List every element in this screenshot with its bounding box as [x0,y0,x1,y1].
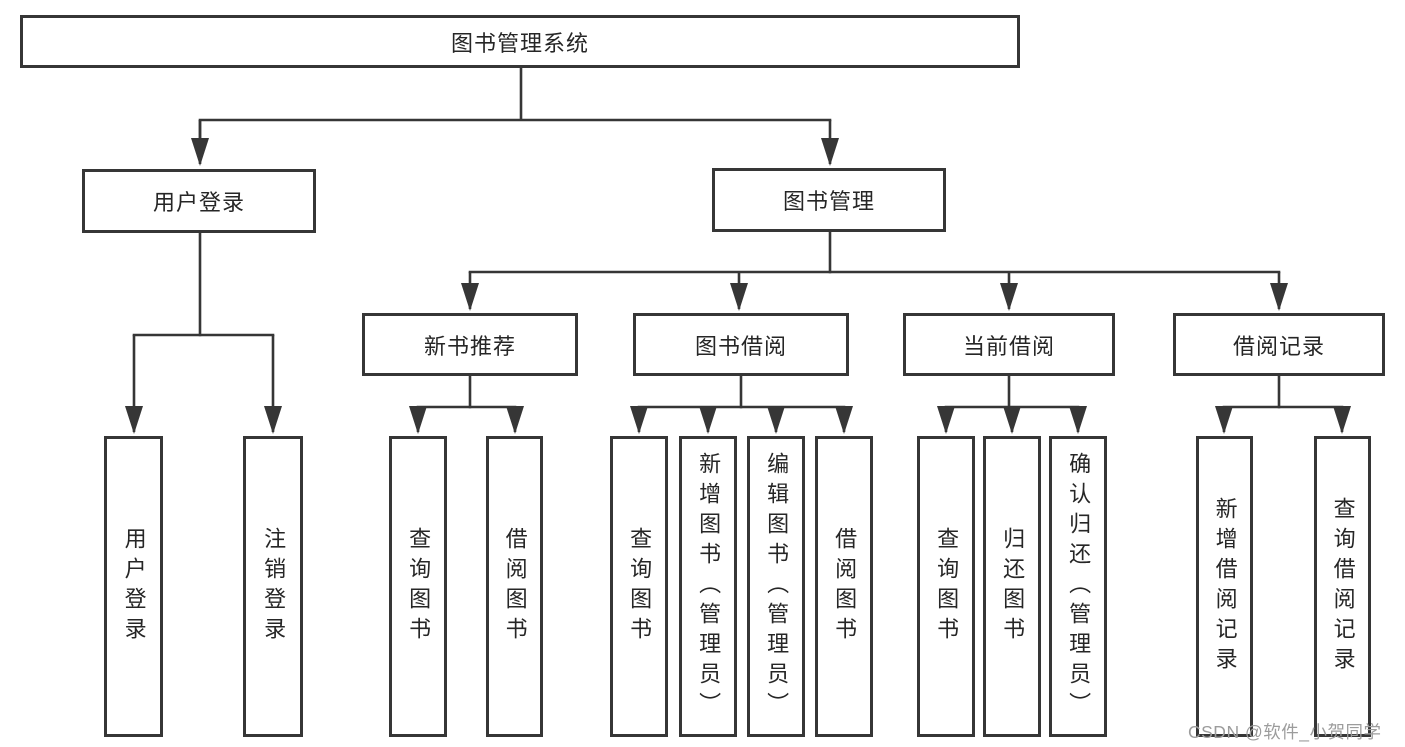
leaf-borrow-book-2: 借阅图书 [815,436,873,737]
leaf-label: 借阅图书 [502,526,528,647]
leaf-confirm-return-admin: 确认归还（管理员） [1049,436,1107,737]
leaf-return-book: 归还图书 [983,436,1041,737]
leaf-logout: 注销登录 [243,436,303,737]
leaf-label: 查询图书 [934,526,960,647]
leaf-user-login: 用户登录 [104,436,163,737]
leaf-label: 确认归还（管理员） [1066,451,1092,722]
connector-book-borrow-to-leaves [630,376,853,434]
leaf-edit-book-admin: 编辑图书（管理员） [747,436,805,737]
leaf-add-borrow-record: 新增借阅记录 [1196,436,1253,737]
leaf-label: 用户登录 [121,526,147,647]
connector-root-to-branches [191,67,839,166]
leaf-query-book-3: 查询图书 [917,436,975,737]
csdn-watermark: CSDN @软件_小贺同学 [1188,722,1382,742]
node-user-login-branch: 用户登录 [82,169,316,233]
node-book-management-branch: 图书管理 [712,168,946,232]
connector-book-mgmt-to-level3 [461,232,1288,311]
leaf-query-borrow-record: 查询借阅记录 [1314,436,1371,737]
node-root-book-management-system: 图书管理系统 [20,15,1020,68]
node-current-borrow: 当前借阅 [903,313,1115,376]
leaf-label: 注销登录 [261,526,287,647]
leaf-query-book-2: 查询图书 [610,436,668,737]
leaf-label: 归还图书 [1000,526,1026,647]
node-new-book-recommend: 新书推荐 [362,313,578,376]
leaf-label: 新增图书（管理员） [696,451,722,722]
leaf-add-book-admin: 新增图书（管理员） [679,436,737,737]
leaf-label: 借阅图书 [832,526,858,647]
leaf-query-book-1: 查询图书 [389,436,447,737]
connector-user-login-to-leaves [125,233,282,434]
node-borrow-record: 借阅记录 [1173,313,1385,376]
leaf-label: 查询图书 [406,526,432,647]
leaf-label: 编辑图书（管理员） [764,451,790,722]
leaf-borrow-book-1: 借阅图书 [486,436,543,737]
node-book-borrow: 图书借阅 [633,313,849,376]
leaf-label: 查询借阅记录 [1330,496,1356,677]
leaf-label: 新增借阅记录 [1212,496,1238,677]
connector-new-book-to-leaves [409,376,524,434]
leaf-label: 查询图书 [627,526,653,647]
connector-borrow-record-to-leaves [1215,376,1351,434]
connector-current-borrow-to-leaves [937,376,1087,434]
